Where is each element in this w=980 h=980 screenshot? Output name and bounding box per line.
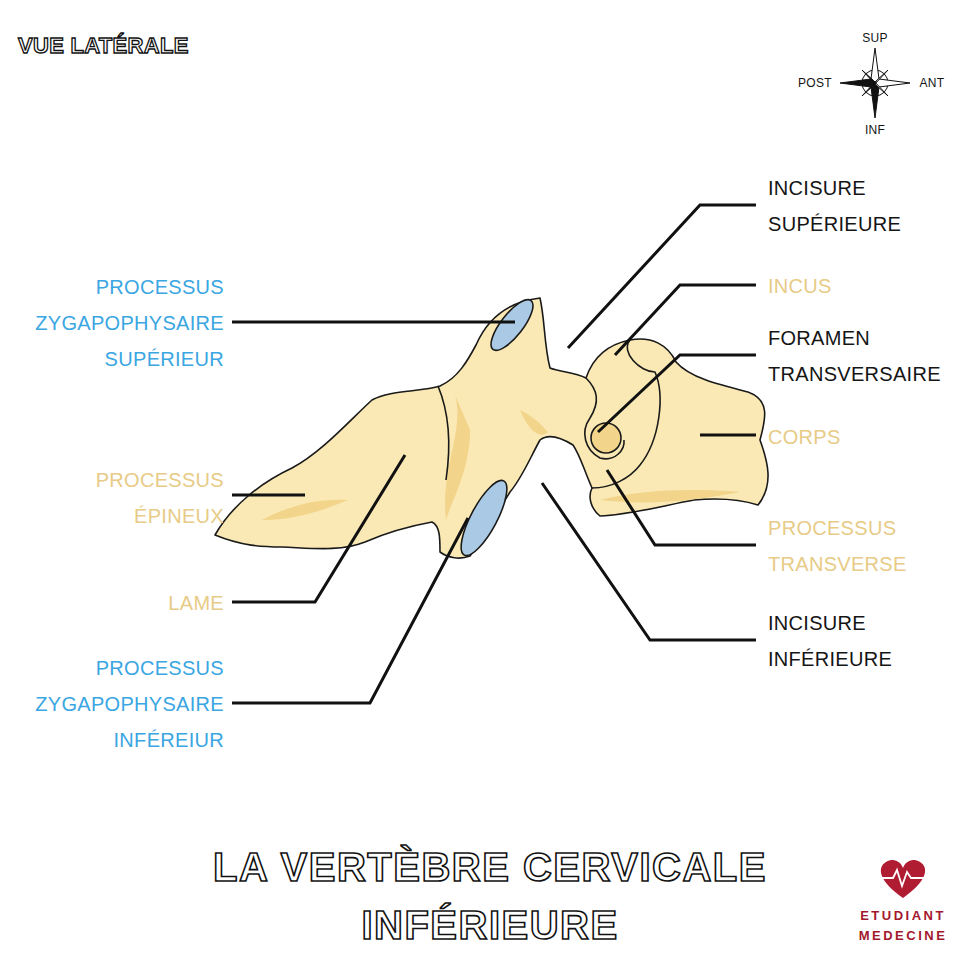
compass-rose: [840, 48, 910, 118]
part-label: PROCESSUS ZYGAPOPHYSAIRE SUPÉRIEUR: [19, 269, 224, 377]
leader-lines: [232, 205, 756, 703]
part-label: CORPS: [768, 419, 973, 455]
logo-heart: [881, 860, 925, 898]
view-label: VUE LATÉRALE: [18, 28, 278, 64]
cervical-vertebra: [215, 294, 768, 561]
part-label: LAME: [19, 585, 224, 621]
compass-label: INF: [845, 122, 905, 138]
compass-label: POST: [790, 75, 840, 91]
part-label: FORAMEN TRANSVERSAIRE: [768, 320, 973, 392]
part-label: PROCESSUS ZYGAPOPHYSAIRE INFÉREIUR: [19, 650, 224, 758]
part-label: INCUS: [768, 268, 973, 304]
part-label: INCISURE INFÉRIEURE: [768, 605, 973, 677]
compass-label: SUP: [845, 30, 905, 46]
part-label: INCISURE SUPÉRIEURE: [768, 170, 973, 242]
logo-text: ETUDIANT MEDECINE: [848, 906, 958, 946]
compass-label: ANT: [912, 75, 952, 91]
part-label: PROCESSUS ÉPINEUX: [19, 462, 224, 534]
diagram-title: LA VERTÈBRE CERVICALE INFÉRIEURE: [170, 838, 810, 954]
part-label: PROCESSUS TRANSVERSE: [768, 510, 973, 582]
